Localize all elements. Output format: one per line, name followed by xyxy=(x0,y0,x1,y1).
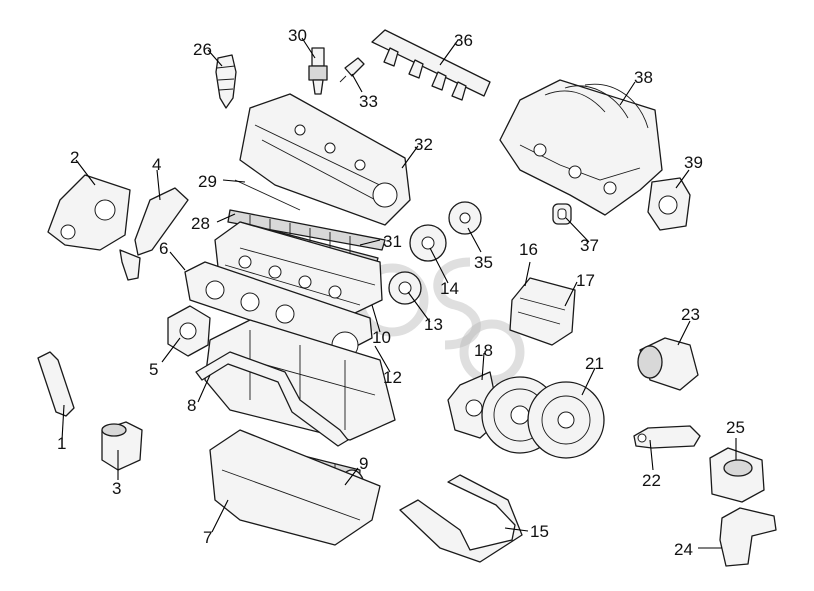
part-oil-pan xyxy=(209,429,381,546)
callout-37: 37 xyxy=(580,236,599,255)
callout-35: 35 xyxy=(474,253,493,272)
callout-33: 33 xyxy=(359,92,378,111)
part-oil-filter xyxy=(101,421,143,471)
callout-3: 3 xyxy=(112,479,121,498)
part-spark-plug xyxy=(308,47,328,95)
callout-28: 28 xyxy=(191,214,210,233)
part-engine-mount xyxy=(709,447,765,503)
callout-25: 25 xyxy=(726,418,745,437)
callout-36: 36 xyxy=(454,31,473,50)
callout-15: 15 xyxy=(530,522,549,541)
part-cylinder-head xyxy=(214,221,383,326)
part-dipstick xyxy=(37,351,75,417)
callout-30: 30 xyxy=(288,26,307,45)
part-throttle-body xyxy=(647,177,691,231)
callout-6: 6 xyxy=(159,239,168,258)
part-tensioner-pulley xyxy=(388,271,422,305)
part-sensor xyxy=(339,57,365,83)
part-torque-link xyxy=(633,425,701,449)
part-intake-manifold xyxy=(499,79,663,216)
callout-labels: 1 2 3 4 5 6 7 8 9 10 12 13 14 15 16 17 1… xyxy=(57,26,745,559)
part-timing-cover-bracket xyxy=(134,187,189,256)
callout-1: 1 xyxy=(57,434,66,453)
callout-18: 18 xyxy=(474,341,493,360)
part-coolant-pipe xyxy=(195,351,349,447)
leader-lines xyxy=(61,37,737,549)
callout-14: 14 xyxy=(440,279,459,298)
callout-29: 29 xyxy=(198,172,217,191)
callout-32: 32 xyxy=(414,135,433,154)
callout-5: 5 xyxy=(149,360,158,379)
part-engine-bracket xyxy=(47,174,141,281)
part-water-pump xyxy=(167,305,211,357)
callout-16: 16 xyxy=(519,240,538,259)
callout-12: 12 xyxy=(383,368,402,387)
callout-31: 31 xyxy=(383,232,402,251)
callout-21: 21 xyxy=(585,354,604,373)
part-support-bracket xyxy=(399,474,523,563)
callout-17: 17 xyxy=(576,271,595,290)
callout-8: 8 xyxy=(187,396,196,415)
callout-38: 38 xyxy=(634,68,653,87)
part-injector xyxy=(215,54,237,109)
callout-13: 13 xyxy=(424,315,443,334)
part-ecu xyxy=(509,277,576,346)
part-engine-block xyxy=(204,319,396,441)
callout-23: 23 xyxy=(681,305,700,324)
part-mount-bracket xyxy=(719,507,777,567)
callout-39: 39 xyxy=(684,153,703,172)
part-cam-pulleys xyxy=(409,201,482,262)
callout-22: 22 xyxy=(642,471,661,490)
part-fuel-rail xyxy=(371,29,491,101)
callout-4: 4 xyxy=(152,155,161,174)
callout-2: 2 xyxy=(70,148,79,167)
callout-7: 7 xyxy=(203,528,212,547)
callout-9: 9 xyxy=(359,454,368,473)
callout-24: 24 xyxy=(674,540,693,559)
part-starter-motor xyxy=(637,337,699,391)
callout-26: 26 xyxy=(193,40,212,59)
callout-10: 10 xyxy=(372,328,391,347)
part-clutch-disc xyxy=(527,381,605,459)
part-valve-cover xyxy=(239,93,411,226)
